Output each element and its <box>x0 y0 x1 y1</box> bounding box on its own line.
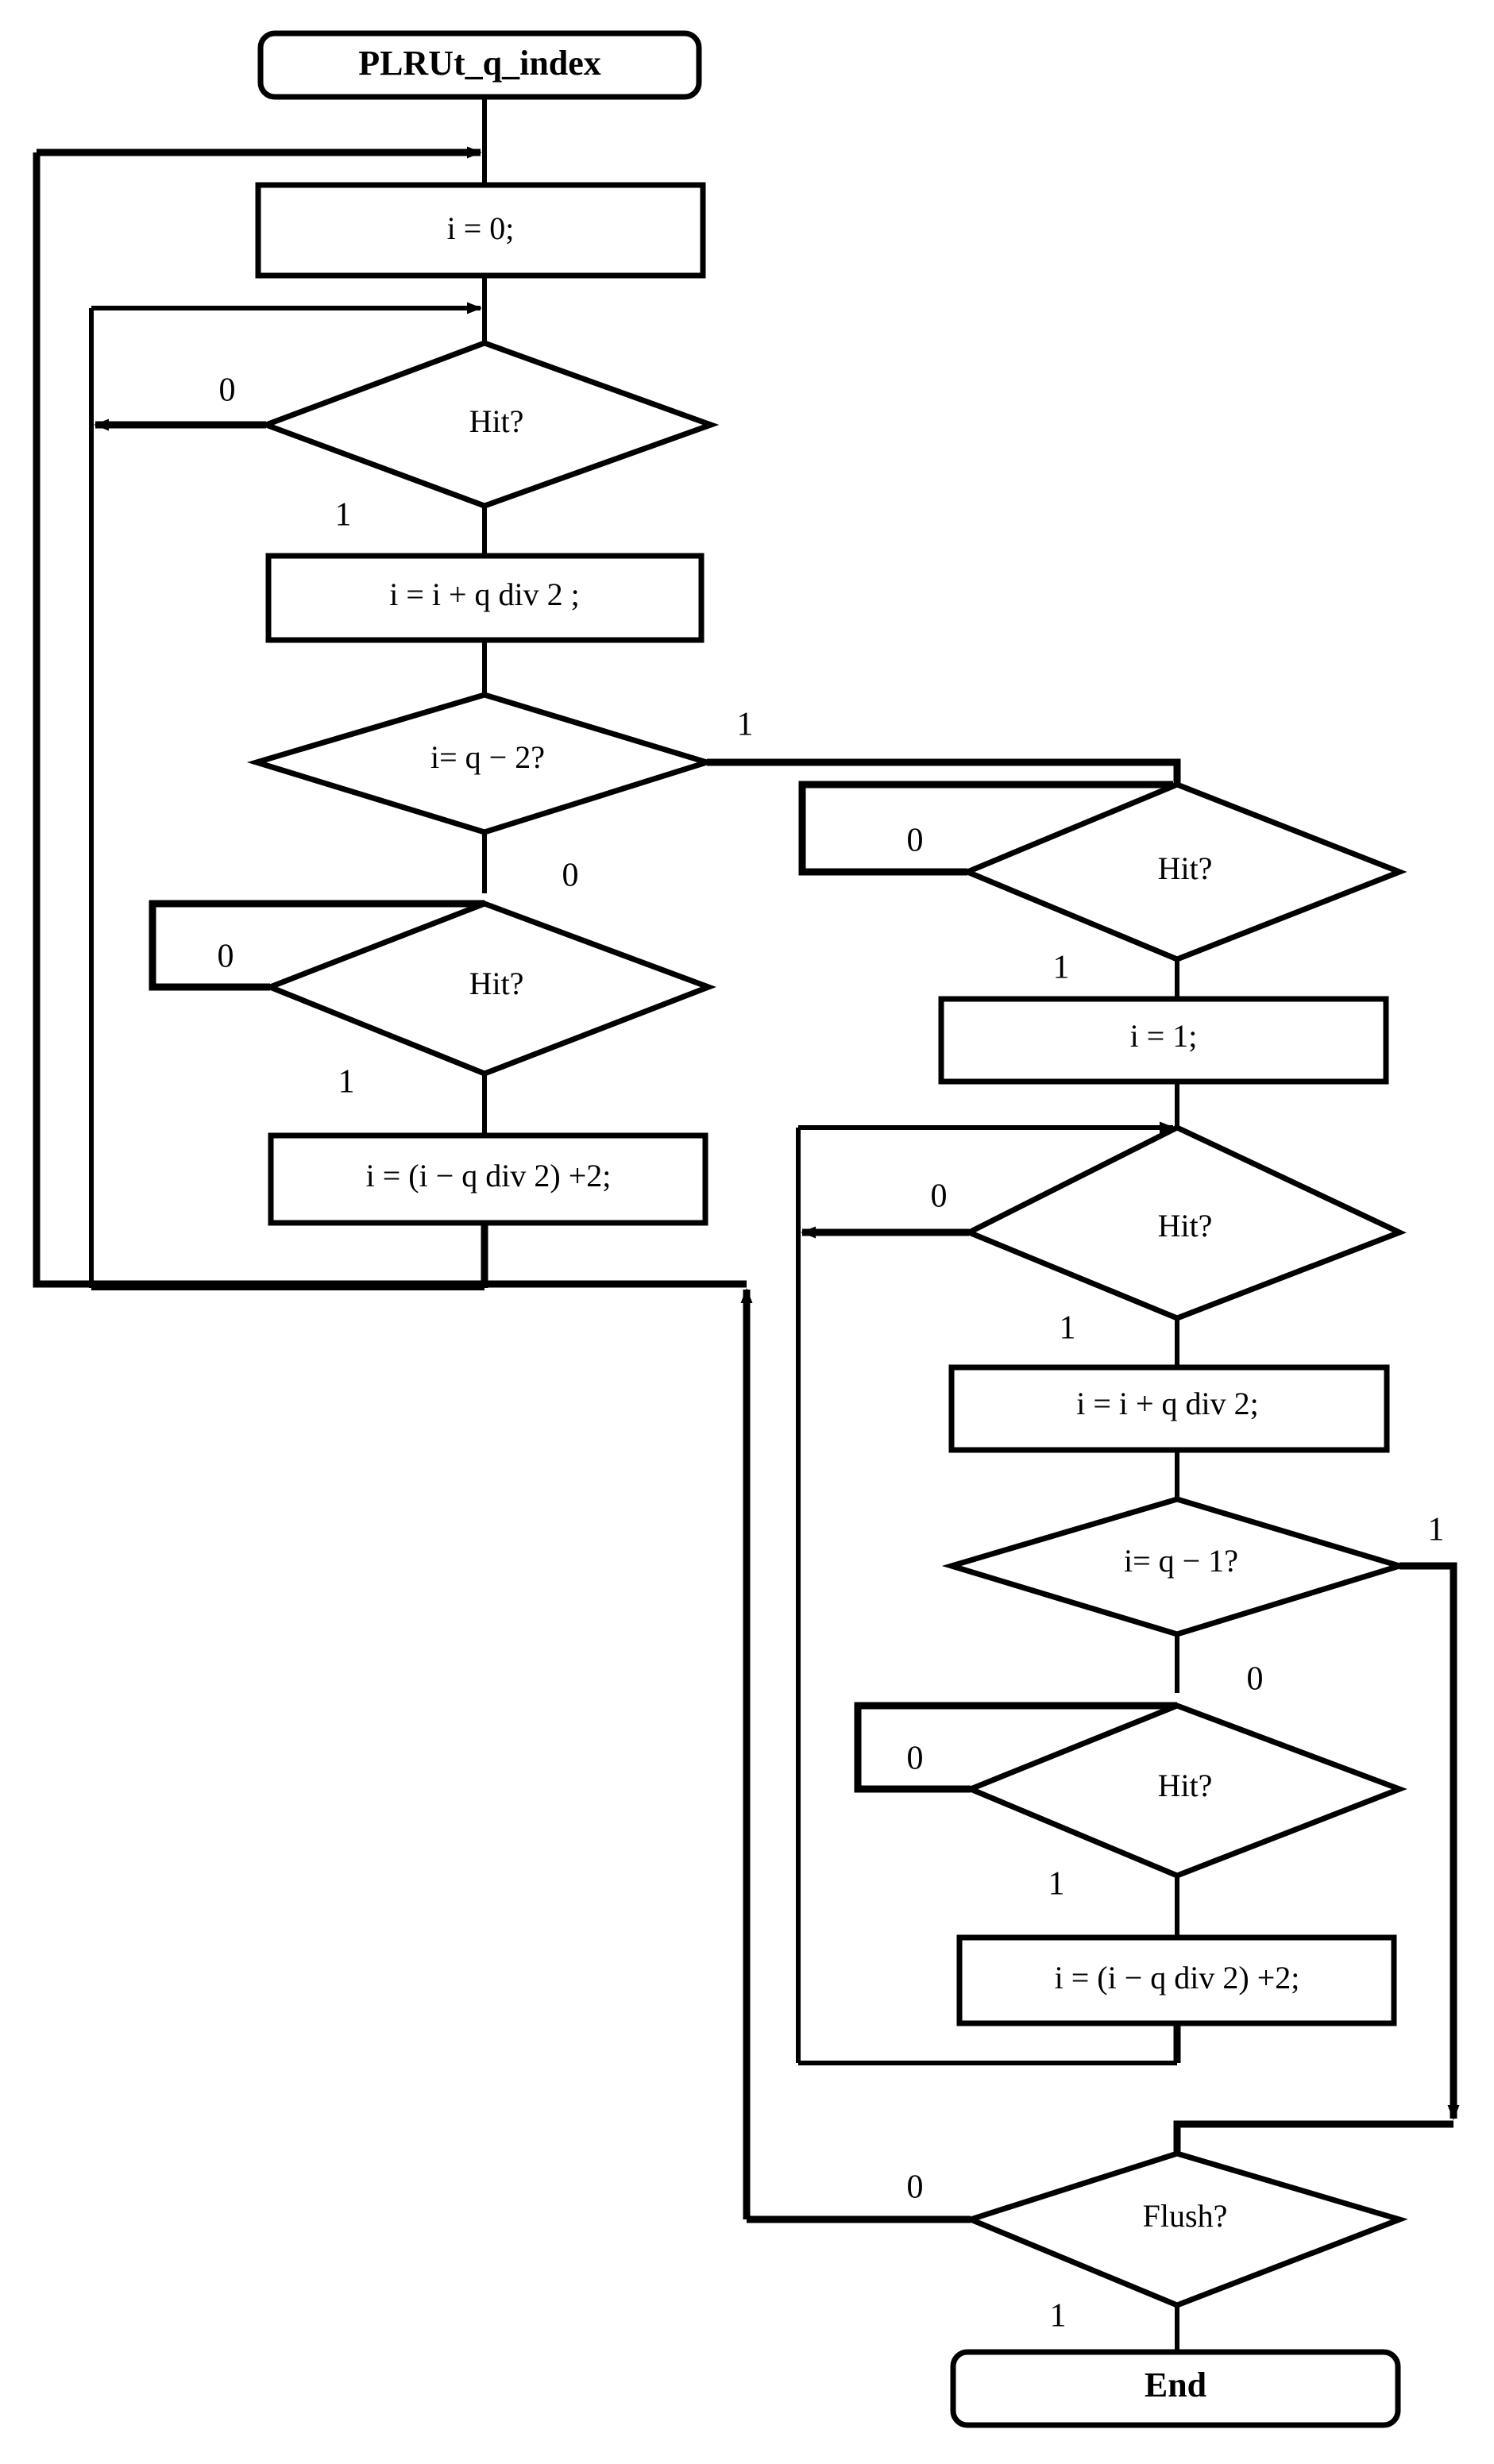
add1-shape <box>265 553 705 643</box>
edge-hit3-false <box>798 781 1173 876</box>
hit1-shape <box>257 340 720 509</box>
hit4-label: Hit? <box>1158 1208 1213 1244</box>
edge-label-hit5-true: 1 <box>1048 1866 1065 1903</box>
edge-hit2-false <box>149 900 484 991</box>
init0-shape <box>255 182 706 279</box>
add2-label: i = i + q div 2; <box>1076 1386 1259 1421</box>
edge-label-hit2-false: 0 <box>218 939 234 975</box>
edge-label-hit3-false: 0 <box>907 823 924 859</box>
node-hit3[interactable]: Hit? <box>959 781 1407 962</box>
start-label: PLRUt_q_index <box>358 44 601 83</box>
hit3-label: Hit? <box>1158 850 1213 886</box>
node-hit2[interactable]: Hit? <box>262 900 716 1077</box>
hit5-label: Hit? <box>1158 1768 1213 1803</box>
node-flush[interactable]: Flush? <box>962 2150 1408 2308</box>
edge-label-flush-false: 0 <box>907 2169 924 2206</box>
edge-outer-return <box>33 152 747 1288</box>
sub2-label: i = (i − q div 2) +2; <box>1055 1960 1300 1995</box>
add2-shape <box>948 1364 1390 1453</box>
start-shape <box>257 30 702 100</box>
node-isq1[interactable]: i= q − 1? <box>941 1496 1410 1637</box>
isq2-label: i= q − 2? <box>430 739 545 775</box>
add1-label: i = i + q div 2 ; <box>389 576 580 612</box>
node-init0[interactable]: i = 0; <box>255 182 706 279</box>
end-shape <box>950 2349 1401 2428</box>
edge-label-hit1-true: 1 <box>335 497 352 534</box>
node-add1[interactable]: i = i + q div 2 ; <box>265 553 705 643</box>
node-hit5[interactable]: Hit? <box>963 1702 1407 1879</box>
isq1-shape <box>941 1496 1410 1637</box>
node-end[interactable]: End <box>950 2349 1401 2428</box>
node-isq2[interactable]: i= q − 2? <box>246 692 716 835</box>
node-add2[interactable]: i = i + q div 2; <box>948 1364 1390 1453</box>
edge-label-isq2-true: 1 <box>737 707 754 743</box>
edge-label-flush-true: 1 <box>1050 2298 1067 2335</box>
edge-label-hit1-false: 0 <box>219 372 236 409</box>
edge-isq2-true <box>707 758 1181 785</box>
end-label: End <box>1145 2366 1206 2404</box>
init0-label: i = 0; <box>447 210 515 246</box>
edge-isq1-true <box>1399 1562 1460 2120</box>
edge-label-isq1-false: 0 <box>1247 1661 1264 1698</box>
edge-label-hit2-true: 1 <box>338 1064 355 1101</box>
init1-shape <box>938 996 1389 1085</box>
flush-shape <box>962 2150 1408 2308</box>
hit5-shape <box>963 1702 1407 1879</box>
isq1-label: i= q − 1? <box>1124 1543 1238 1579</box>
edge-label-hit4-false: 0 <box>931 1178 948 1215</box>
hit2-label: Hit? <box>469 966 524 1001</box>
sub1-shape <box>268 1132 708 1226</box>
hit1-label: Hit? <box>469 403 524 439</box>
hit2-shape <box>262 900 716 1077</box>
sub1-label: i = (i − q div 2) +2; <box>366 1158 612 1193</box>
edge-label-isq1-true: 1 <box>1428 1512 1445 1548</box>
edge-label-hit4-true: 1 <box>1060 1310 1076 1347</box>
edge-label-hit5-false: 0 <box>907 1741 924 1777</box>
flush-label: Flush? <box>1143 2198 1228 2234</box>
node-init1[interactable]: i = 1; <box>938 996 1389 1085</box>
hit3-shape <box>959 781 1407 962</box>
node-sub2[interactable]: i = (i − q div 2) +2; <box>956 1934 1397 2026</box>
node-sub1[interactable]: i = (i − q div 2) +2; <box>268 1132 708 1226</box>
edge-label-isq2-false: 0 <box>562 858 579 894</box>
edge-isq1-true-to-flush <box>1173 2120 1453 2154</box>
edge-hit5-false <box>854 1702 1177 1793</box>
node-start[interactable]: PLRUt_q_index <box>257 30 702 100</box>
hit4-shape <box>962 1124 1407 1321</box>
isq2-shape <box>246 692 716 835</box>
edge-label-hit3-true: 1 <box>1053 950 1070 986</box>
sub2-shape <box>956 1934 1397 2026</box>
init1-label: i = 1; <box>1130 1018 1198 1054</box>
node-hit4[interactable]: Hit? <box>962 1124 1407 1321</box>
node-hit1[interactable]: Hit? <box>257 340 720 509</box>
